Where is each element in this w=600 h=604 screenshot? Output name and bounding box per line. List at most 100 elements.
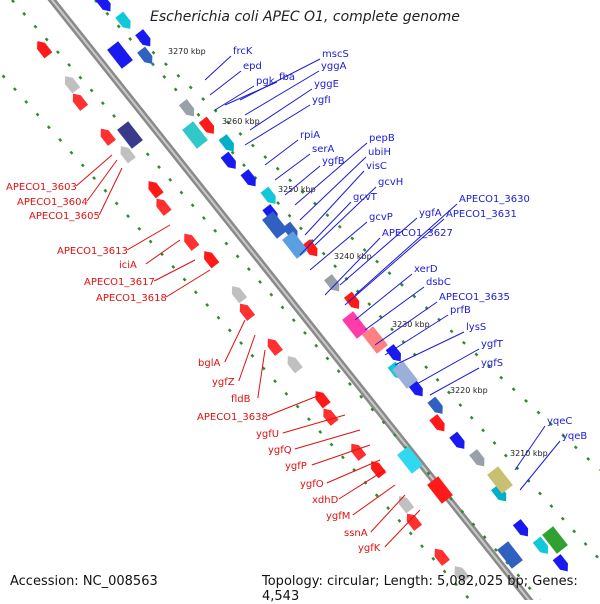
forward-leader-line <box>300 202 351 255</box>
reverse-leader-line <box>154 260 195 281</box>
gene-label-forward: ygfS <box>481 358 503 369</box>
gene-label-forward: rpiA <box>300 130 320 141</box>
gene-label-forward: pepB <box>369 133 395 144</box>
forward-leader-line <box>215 86 254 110</box>
gene-label-forward: APECO1_3627 <box>382 228 453 239</box>
gene-arrow-forward <box>344 292 363 312</box>
gene-label-reverse: ygfZ <box>212 377 235 388</box>
gene-label-reverse: APECO1_3638 <box>197 412 268 423</box>
gene-label-reverse: ygfO <box>300 479 324 490</box>
gene-arrow-reverse <box>431 546 450 566</box>
gene-label-forward: APECO1_3631 <box>446 209 517 220</box>
gene-label-forward: prfB <box>450 305 471 316</box>
gene-label-forward: ygfT <box>481 339 504 350</box>
gene-label-forward: ygfI <box>312 95 331 106</box>
gene-arrow-reverse <box>153 196 172 216</box>
gene-arrow-reverse <box>180 231 199 251</box>
gene-arrow-forward <box>95 0 114 14</box>
reverse-leader-line <box>353 485 395 515</box>
gene-label-reverse: ygfP <box>285 461 307 472</box>
gene-label-reverse: APECO1_3617 <box>84 277 155 288</box>
reverse-leader-line <box>258 350 265 398</box>
gene-label-reverse: APECO1_3604 <box>17 197 88 208</box>
gene-arrow-forward <box>179 99 198 119</box>
gene-label-reverse: iciA <box>119 260 137 271</box>
gene-label-forward: dsbC <box>426 277 451 288</box>
gene-arrow-reverse <box>145 178 164 198</box>
gene-arrow-forward <box>429 414 448 434</box>
gene-label-forward: APECO1_3630 <box>459 194 530 205</box>
reverse-leader-line <box>371 495 405 532</box>
gene-label-forward: frcK <box>233 46 253 57</box>
gene-label-forward: gcvH <box>378 177 403 188</box>
feature-box <box>107 41 133 69</box>
gene-arrow-reverse <box>236 301 255 321</box>
reverse-leader-line <box>267 395 320 416</box>
forward-leader-line <box>310 222 367 270</box>
forward-leader-line <box>325 238 380 295</box>
gene-label-forward: fba <box>279 72 295 83</box>
gene-arrow-forward <box>449 432 468 452</box>
gene-arrow-reverse <box>200 248 219 268</box>
dotted-guide-1 <box>95 0 600 560</box>
reverse-leader-line <box>327 460 380 483</box>
reverse-leader-line <box>127 225 170 250</box>
kbp-tick-label: 3270 kbp <box>168 47 206 56</box>
gene-label-reverse: ssnA <box>344 528 368 539</box>
gene-arrow-reverse <box>264 336 283 356</box>
gene-label-reverse: APECO1_3605 <box>29 211 100 222</box>
gene-label-forward: yggE <box>314 79 339 90</box>
gene-arrow-forward <box>260 187 279 207</box>
gene-label-forward: yqeB <box>562 431 587 442</box>
gene-arrow-forward <box>115 12 134 32</box>
gene-arrow-reverse <box>403 511 422 531</box>
kbp-tick-label: 3220 kbp <box>450 386 488 395</box>
forward-leader-line <box>275 154 310 180</box>
gene-label-forward: xerD <box>414 264 438 275</box>
feature-box <box>262 211 288 239</box>
gene-label-forward: gcvP <box>369 212 393 223</box>
gene-label-reverse: ygfM <box>326 511 350 522</box>
accession-text: Accession: NC_008563 <box>10 574 158 589</box>
gene-arrow-reverse <box>228 283 247 303</box>
kbp-tick-label: 3240 kbp <box>334 252 372 261</box>
gene-arrow-forward <box>221 152 240 172</box>
reverse-leader-line <box>87 160 117 201</box>
reverse-leader-line <box>295 430 360 449</box>
gene-arrow-reverse <box>312 388 331 408</box>
gene-arrow-forward <box>241 169 260 189</box>
kbp-tick-label: 3260 kbp <box>222 117 260 126</box>
gene-label-reverse: ygfQ <box>268 445 292 456</box>
gene-label-forward: pgk <box>256 76 275 87</box>
gene-label-reverse: APECO1_3618 <box>96 293 167 304</box>
gene-label-reverse: bglA <box>198 358 220 369</box>
forward-leader-line <box>395 332 464 365</box>
forward-leader-line <box>210 71 241 95</box>
reverse-leader-line <box>225 320 245 362</box>
gene-label-forward: visC <box>366 161 387 172</box>
reverse-leader-line <box>283 415 345 433</box>
forward-leader-line <box>265 140 298 165</box>
gene-label-reverse: ygfU <box>256 429 279 440</box>
reverse-leader-line <box>99 168 122 215</box>
gene-arrow-reverse <box>320 406 339 426</box>
feature-box <box>117 121 143 149</box>
gene-arrow-reverse <box>347 441 366 461</box>
gene-arrow-forward <box>513 519 532 539</box>
gene-arrow-reverse <box>97 126 116 146</box>
gene-label-forward: mscS <box>322 49 349 60</box>
gene-label-forward: epd <box>243 61 262 72</box>
kbp-tick-label: 3230 kbp <box>392 320 430 329</box>
gene-label-forward: gcvT <box>353 192 378 203</box>
gene-label-forward: ubiH <box>368 147 391 158</box>
gene-label-forward: yqeC <box>547 416 572 427</box>
gene-arrow-forward <box>219 134 238 154</box>
gene-arrow-forward <box>553 554 572 574</box>
forward-leader-line <box>355 274 412 320</box>
gene-label-forward: APECO1_3635 <box>439 292 510 303</box>
gene-arrow-reverse <box>284 353 303 373</box>
gene-arrow-forward <box>427 397 446 417</box>
gene-arrow-forward <box>135 29 154 49</box>
forward-leader-line <box>515 426 545 470</box>
